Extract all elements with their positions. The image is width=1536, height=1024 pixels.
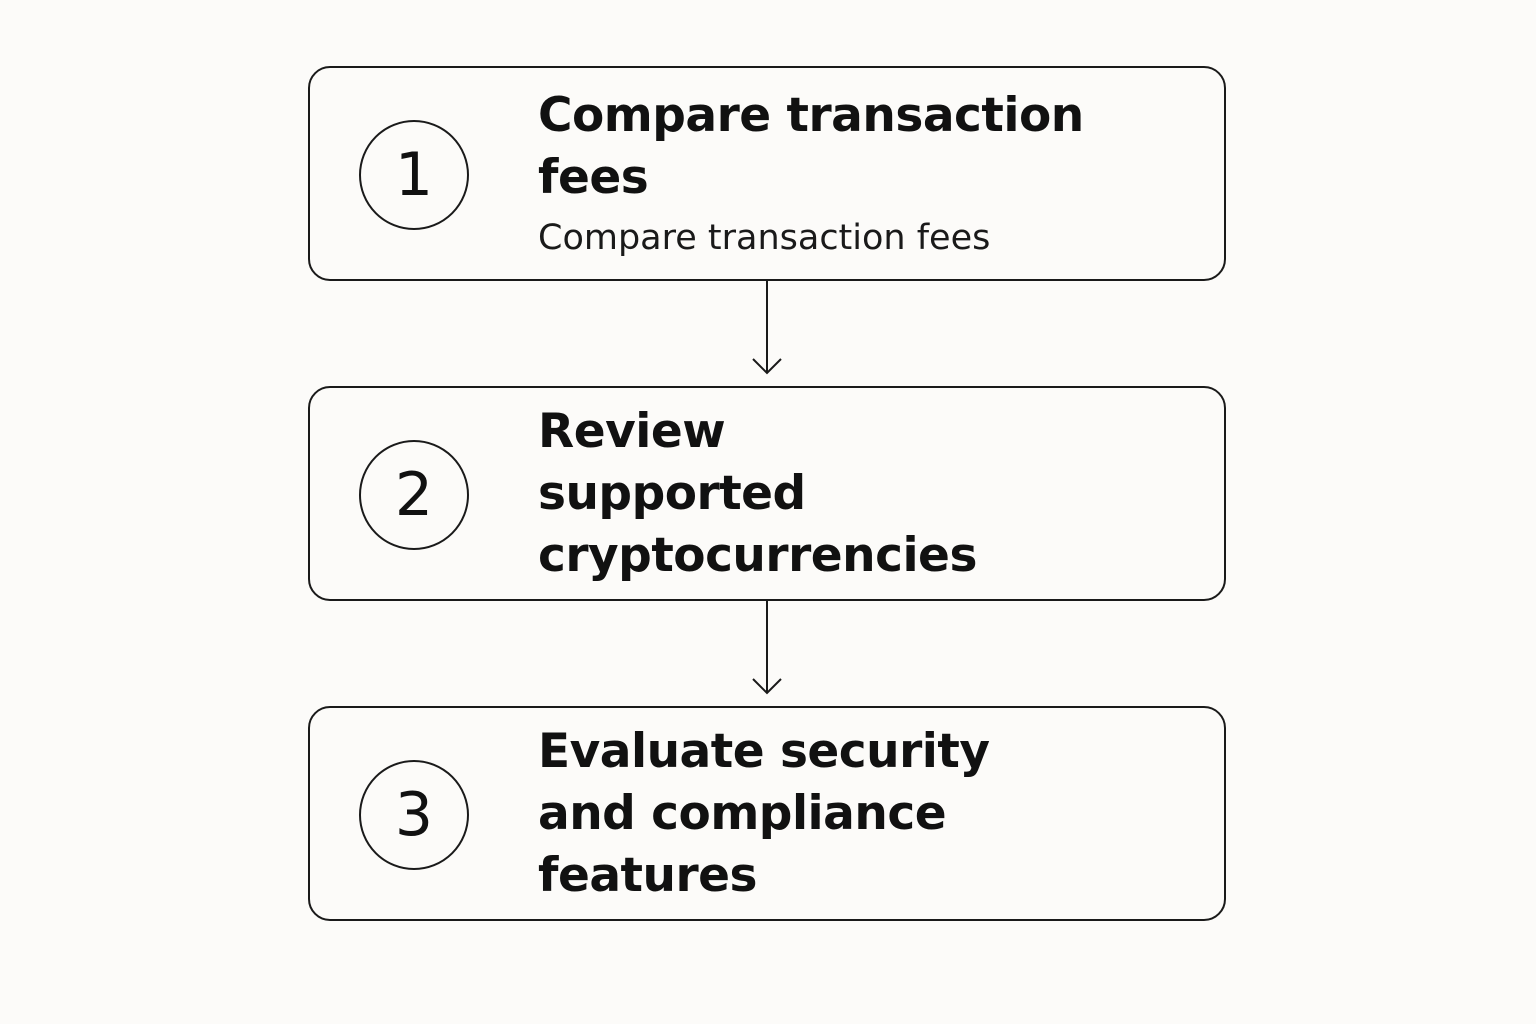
step-number-badge: 3 [359,760,469,870]
step-number-badge: 2 [359,440,469,550]
step-title: Compare transaction fees [538,87,1084,205]
step-card-3: 3 Evaluate security and compliance featu… [308,706,1226,921]
step-text: Evaluate security and compliance feature… [538,708,1184,919]
down-arrow-icon [752,601,782,695]
step-subtitle: Compare transaction fees [538,217,991,258]
step-title: Review supported cryptocurrencies [538,403,977,583]
step-card-2: 2 Review supported cryptocurrencies [308,386,1226,601]
step-title: Evaluate security and compliance feature… [538,723,990,903]
step-card-1: 1 Compare transaction fees Compare trans… [308,66,1226,281]
step-text: Review supported cryptocurrencies [538,388,1184,599]
step-number-badge: 1 [359,120,469,230]
step-text: Compare transaction fees Compare transac… [538,68,1184,279]
down-arrow-icon [752,281,782,375]
